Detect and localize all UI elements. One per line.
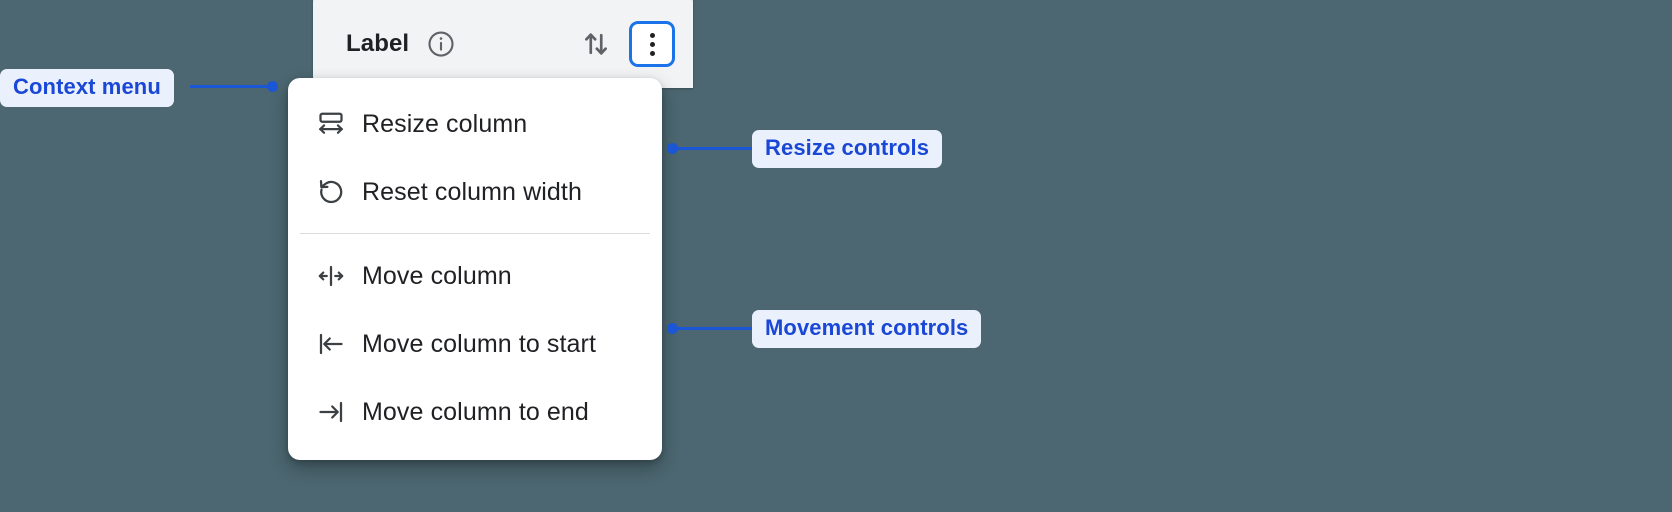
menu-item-label: Move column to start [362, 329, 597, 358]
column-header-card: Label [313, 0, 693, 88]
move-to-end-icon [314, 397, 348, 427]
info-circle-icon[interactable] [426, 29, 456, 59]
annotation-connector-line [672, 147, 756, 150]
page-title: Label [346, 30, 410, 57]
column-context-menu: Resize column Reset column width Move co… [288, 78, 662, 460]
menu-item-label: Resize column [362, 109, 528, 138]
move-to-start-icon [314, 329, 348, 359]
menu-item-move-column-to-start[interactable]: Move column to start [288, 310, 662, 378]
annotation-connector-dot [267, 81, 278, 92]
move-horizontal-both-icon [314, 261, 348, 291]
annotation-connector-line [672, 327, 756, 330]
annotation-label-movement-controls: Movement controls [752, 310, 982, 348]
menu-item-label: Move column [362, 261, 512, 290]
reset-undo-rotate-icon [314, 177, 348, 207]
column-overflow-menu-button[interactable] [629, 21, 675, 67]
menu-divider [300, 233, 650, 234]
menu-item-resize-column[interactable]: Resize column [288, 90, 662, 158]
menu-item-reset-column-width[interactable]: Reset column width [288, 158, 662, 226]
annotation-label-resize-controls: Resize controls [752, 130, 943, 168]
menu-item-label: Reset column width [362, 177, 582, 206]
menu-item-move-column[interactable]: Move column [288, 242, 662, 310]
sort-arrows-up-down-icon[interactable] [579, 27, 613, 61]
annotation-connector-dot [667, 323, 678, 334]
resize-column-horizontal-icon [314, 109, 348, 139]
overflow-menu-vertical-dots-icon [649, 32, 655, 56]
menu-item-move-column-to-end[interactable]: Move column to end [288, 378, 662, 446]
menu-item-label: Move column to end [362, 397, 589, 426]
annotation-connector-line [190, 85, 274, 88]
annotation-connector-dot [667, 143, 678, 154]
annotation-label-context-menu: Context menu [0, 69, 174, 107]
